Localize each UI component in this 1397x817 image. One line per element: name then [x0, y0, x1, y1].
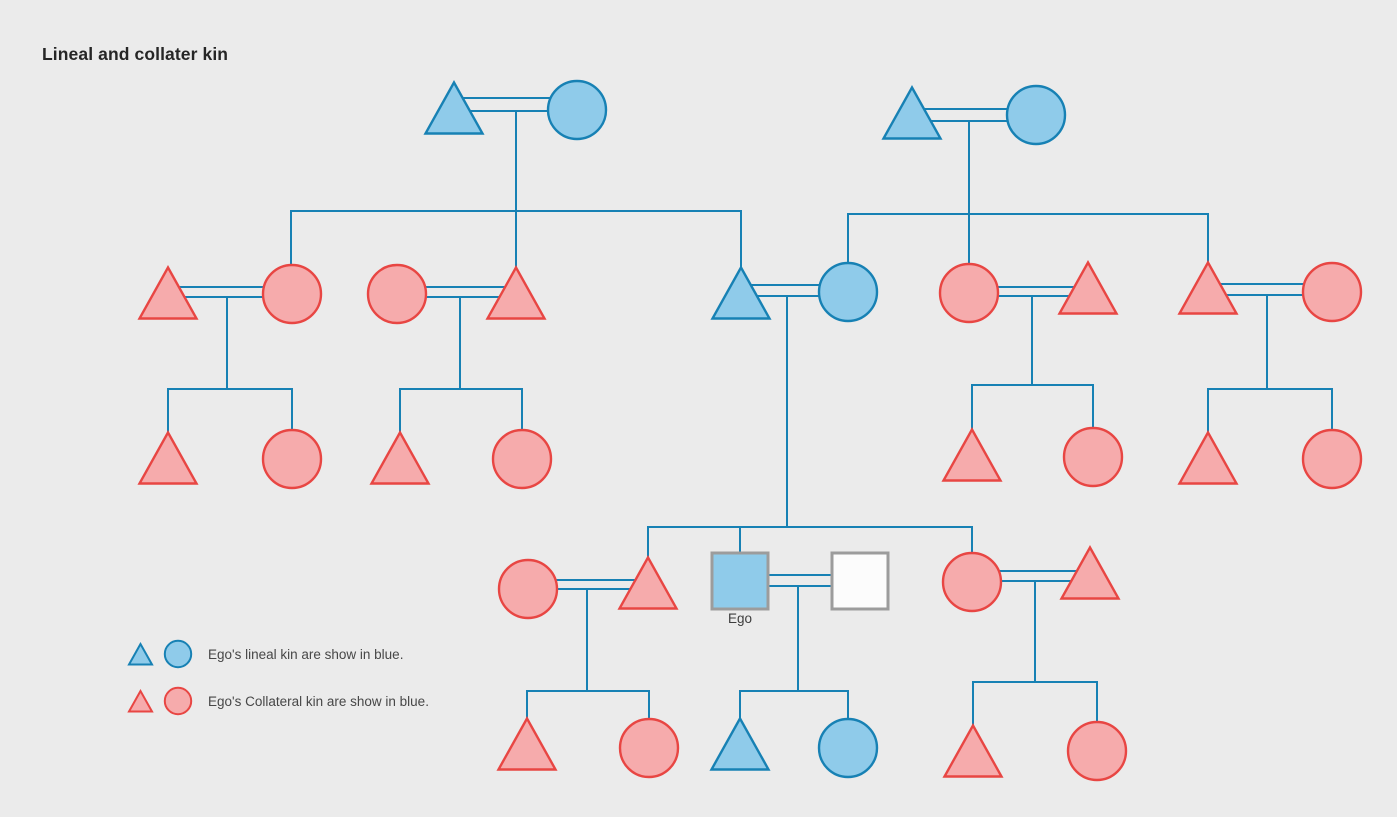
kin-link-36: [526, 690, 650, 721]
brother-wife: [497, 558, 559, 620]
ego-spouse: [830, 551, 890, 611]
legend-item-collateral: Ego's Collateral kin are show in blue.: [127, 686, 429, 716]
maternal-aunt-daughter: [1062, 426, 1124, 488]
collateral-triangle-icon: [127, 688, 154, 713]
brother: [617, 555, 679, 610]
paternal-aunt-husband: [137, 265, 199, 320]
maternal-aunt: [938, 262, 1000, 324]
kin-link-40: [972, 681, 1098, 728]
sister-son: [942, 723, 1004, 778]
maternal-uncle-daughter: [1301, 428, 1363, 490]
kin-link-34: [1207, 388, 1333, 434]
maternal-uncle-wife: [1301, 261, 1363, 323]
kin-link-27: [399, 388, 523, 434]
paternal-aunt: [261, 263, 323, 325]
ego-label: Ego: [727, 611, 753, 626]
paternal-grandfather: [423, 80, 485, 135]
maternal-uncle-son: [1177, 430, 1239, 485]
legend: Ego's lineal kin are show in blue. Ego's…: [127, 639, 429, 716]
lineal-triangle-icon: [127, 641, 154, 666]
ego-daughter: [817, 717, 879, 779]
paternal-uncle-son: [369, 430, 431, 485]
kin-link-21: [290, 210, 742, 270]
kin-link-23: [847, 213, 1209, 264]
maternal-grandfather: [881, 85, 943, 140]
sister: [941, 551, 1003, 613]
paternal-uncle-daughter: [491, 428, 553, 490]
maternal-uncle: [1177, 260, 1239, 315]
legend-collateral-label: Ego's Collateral kin are show in blue.: [208, 693, 429, 709]
diagram-title: Lineal and collater kin: [42, 44, 229, 64]
maternal-aunt-husband: [1057, 260, 1119, 315]
paternal-uncle-wife: [366, 263, 428, 325]
brother-son: [496, 716, 558, 771]
kin-link-32: [971, 384, 1094, 432]
maternal-aunt-son: [941, 427, 1003, 482]
kin-link-38: [739, 690, 849, 721]
sister-husband: [1059, 545, 1121, 600]
legend-item-lineal: Ego's lineal kin are show in blue.: [127, 639, 429, 669]
father: [710, 265, 772, 320]
sister-daughter: [1066, 720, 1128, 782]
paternal-uncle: [485, 265, 547, 320]
paternal-grandmother: [546, 79, 608, 141]
kin-link-25: [167, 388, 293, 434]
ego-son: [709, 716, 771, 771]
brother-daughter: [618, 717, 680, 779]
ego: [710, 551, 770, 611]
maternal-grandmother: [1005, 84, 1067, 146]
lineal-circle-icon: [163, 639, 193, 669]
mother: [817, 261, 879, 323]
paternal-aunt-daughter: [261, 428, 323, 490]
kin-link-29: [647, 526, 973, 560]
legend-lineal-label: Ego's lineal kin are show in blue.: [208, 646, 404, 662]
paternal-aunt-son: [137, 430, 199, 485]
collateral-circle-icon: [163, 686, 193, 716]
